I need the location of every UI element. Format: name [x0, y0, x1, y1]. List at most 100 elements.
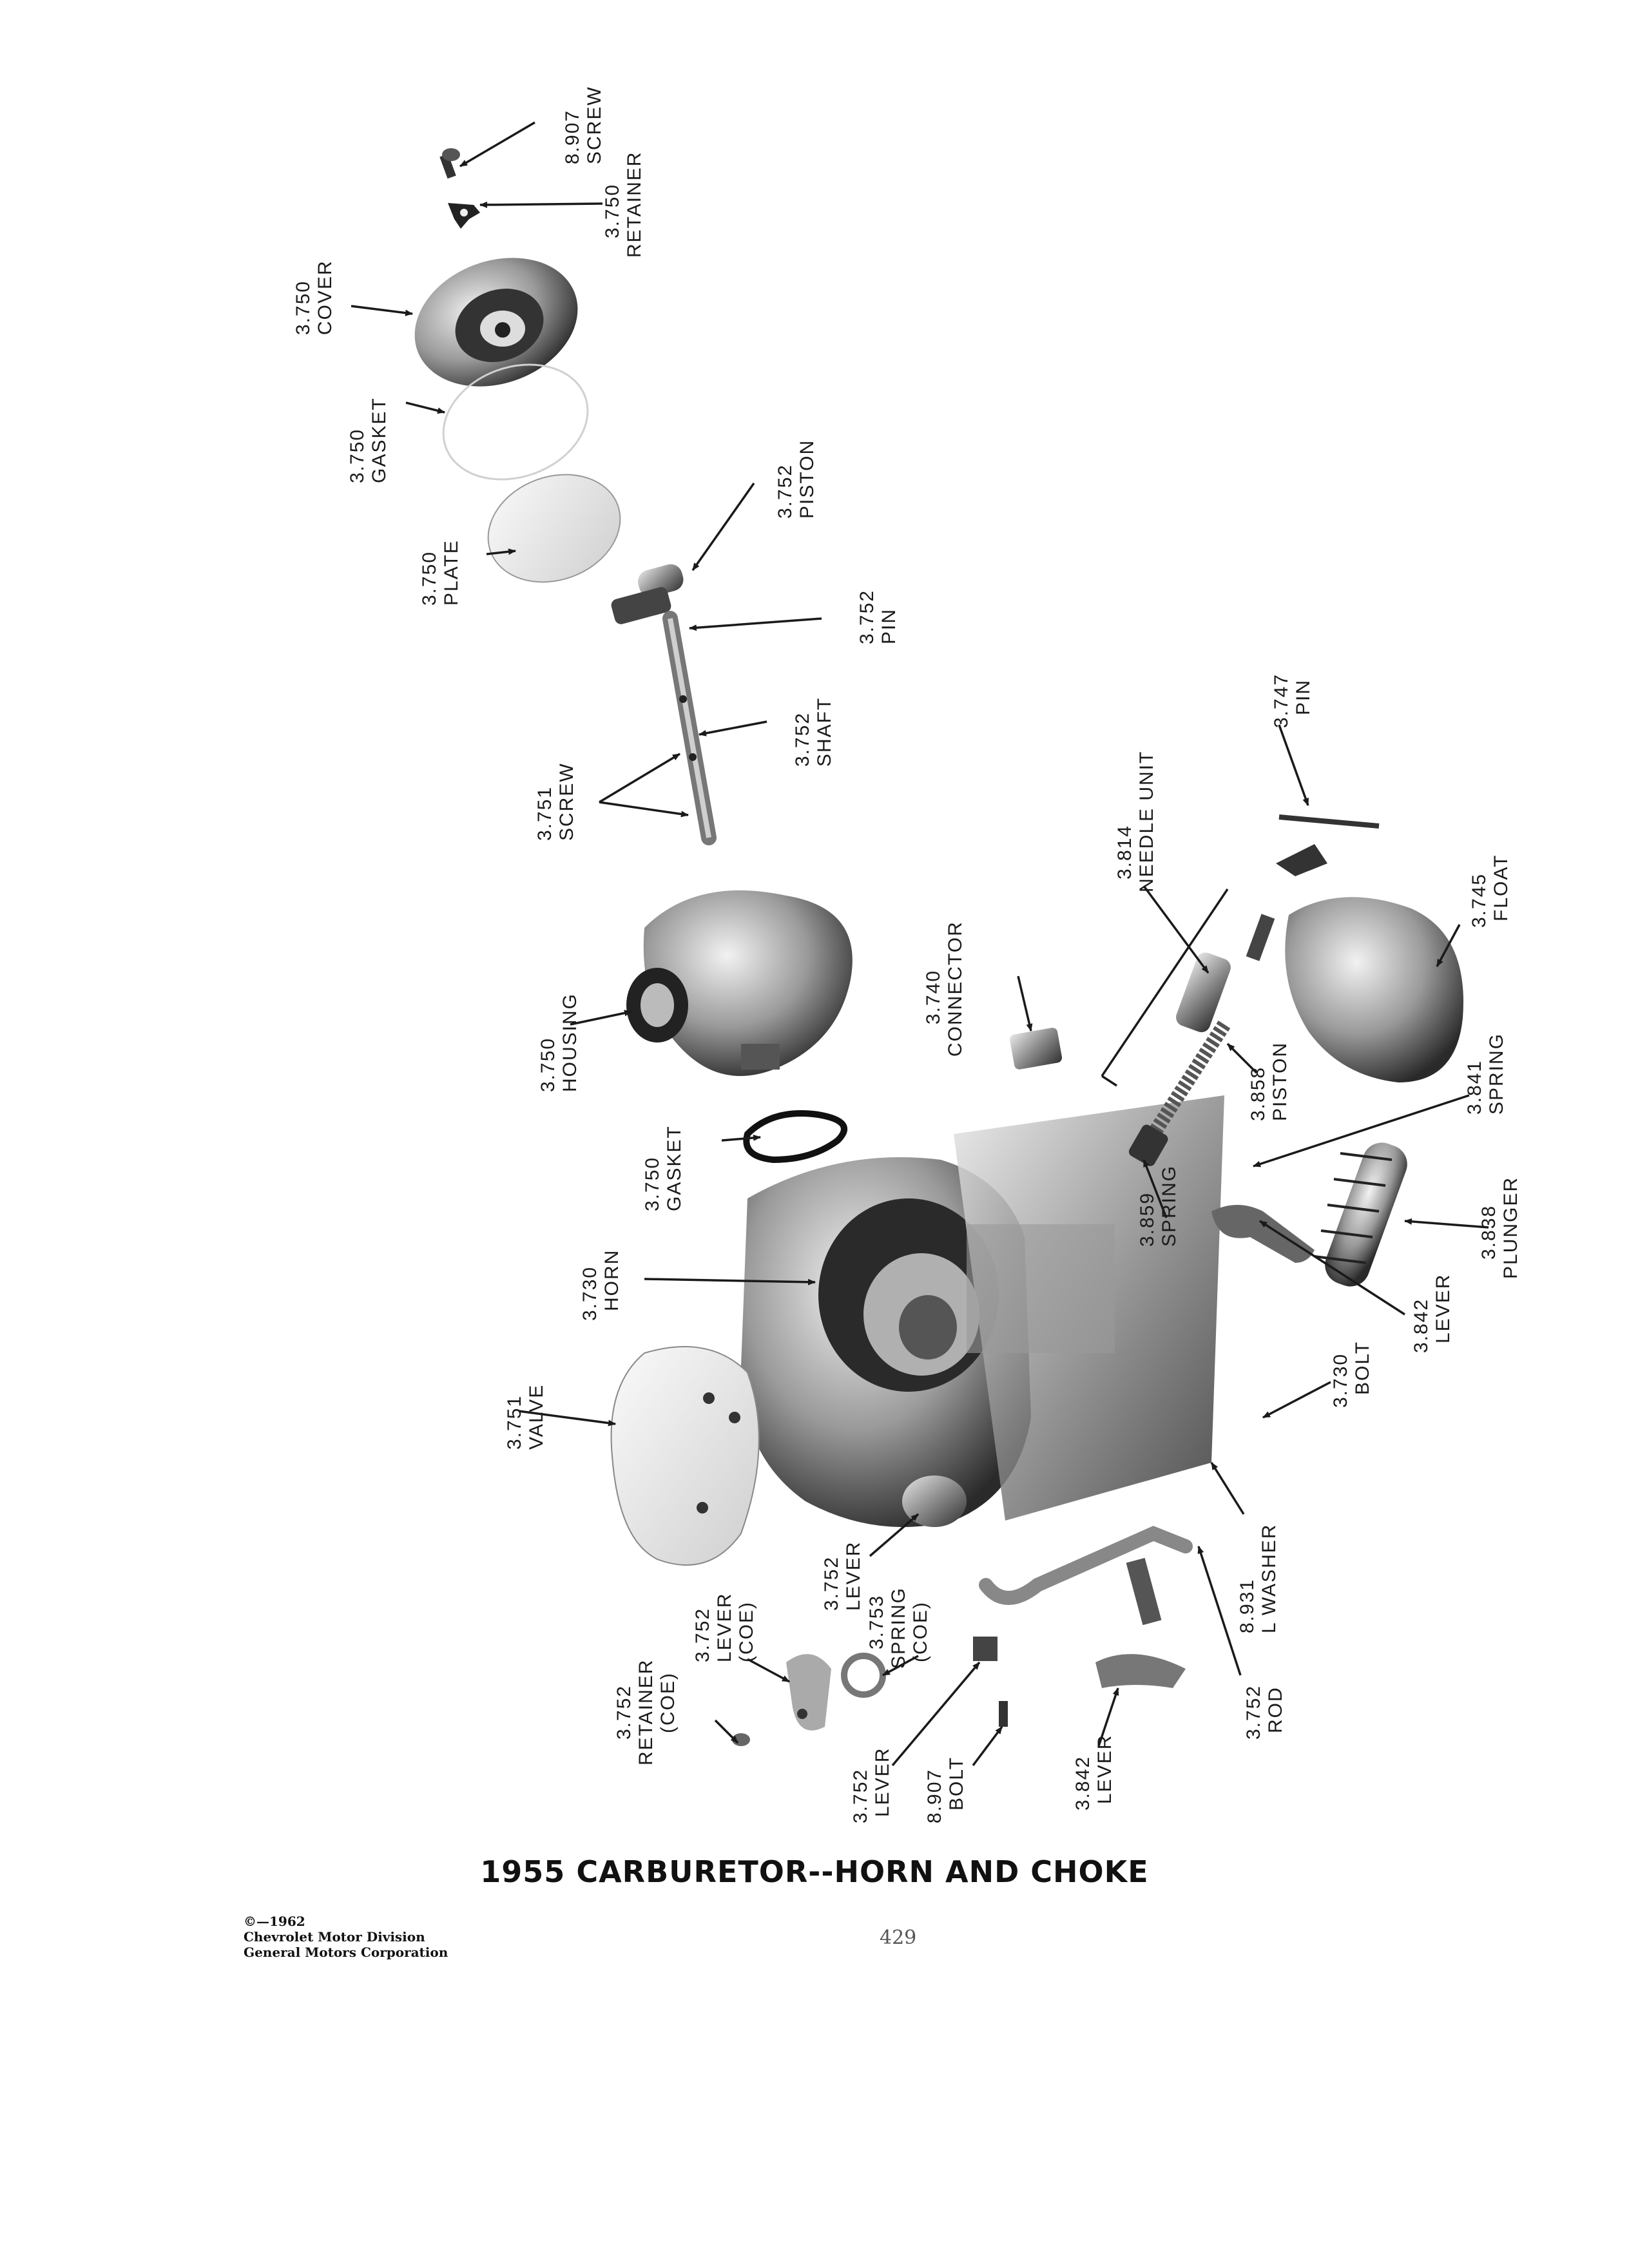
svg-text:(COE): (COE)	[910, 1601, 931, 1662]
callout-3.750-housing: 3.750 HOUSING	[537, 993, 581, 1092]
svg-text:PLATE: PLATE	[441, 539, 462, 606]
svg-text:PIN: PIN	[878, 608, 900, 644]
callout-3.747-pin: 3.747 PIN	[1271, 673, 1314, 728]
part-choke-plate	[487, 474, 621, 583]
part-connector	[1010, 1028, 1063, 1070]
svg-text:BOLT: BOLT	[946, 1756, 967, 1811]
svg-text:3.750: 3.750	[642, 1157, 663, 1211]
svg-text:3.842: 3.842	[1072, 1756, 1094, 1811]
svg-text:3.750: 3.750	[347, 428, 368, 483]
svg-text:NEEDLE UNIT: NEEDLE UNIT	[1136, 751, 1157, 892]
part-retainer-top	[448, 203, 480, 229]
leader-lines	[351, 121, 1489, 1767]
callout-3.750-retainer: 3.750 RETAINER	[602, 151, 645, 258]
svg-text:PLUNGER: PLUNGER	[1500, 1177, 1521, 1279]
svg-text:3.747: 3.747	[1271, 673, 1292, 728]
callout-3.751-valve: 3.751 VALVE	[504, 1384, 547, 1450]
part-small-parts-coe	[732, 1637, 1186, 1746]
svg-text:3.740: 3.740	[923, 970, 944, 1024]
svg-text:3.752: 3.752	[613, 1685, 635, 1740]
svg-text:SPRING: SPRING	[1486, 1033, 1507, 1115]
part-housing-gasket	[743, 1110, 847, 1164]
svg-text:LEVER: LEVER	[843, 1541, 864, 1611]
callout-3.752-pin: 3.752 PIN	[856, 590, 900, 644]
callout-3.814-needle-unit: 3.814 NEEDLE UNIT	[1114, 751, 1157, 892]
copyright-corporation: General Motors Corporation	[244, 1945, 448, 1960]
callout-3.750-plate: 3.750 PLATE	[419, 539, 462, 606]
part-power-piston	[1128, 1021, 1231, 1166]
part-needle-unit	[1176, 914, 1275, 1033]
svg-text:LEVER: LEVER	[872, 1747, 893, 1817]
svg-text:3.752: 3.752	[821, 1556, 842, 1611]
svg-text:GASKET: GASKET	[369, 397, 390, 483]
callout-3.859-spring: 3.859 SPRING	[1137, 1165, 1180, 1247]
part-choke-cover	[414, 258, 578, 387]
svg-text:RETAINER: RETAINER	[624, 151, 645, 258]
callout-3.745-float: 3.745 FLOAT	[1469, 854, 1512, 928]
callout-3.752-shaft: 3.752 SHAFT	[792, 697, 835, 767]
part-air-horn	[741, 1095, 1224, 1527]
svg-text:PIN: PIN	[1293, 679, 1314, 715]
svg-text:3.752: 3.752	[856, 590, 878, 644]
figure-title: 1955 CARBURETOR--HORN AND CHOKE	[480, 1854, 1149, 1889]
svg-text:3.752: 3.752	[692, 1608, 713, 1662]
svg-text:3.750: 3.750	[419, 551, 440, 606]
part-choke-valve	[610, 1346, 760, 1566]
callout-3.841-spring: 3.841 SPRING	[1464, 1033, 1507, 1115]
callout-3.752-lever-coe: 3.752 LEVER (COE)	[692, 1593, 757, 1662]
svg-text:3.842: 3.842	[1411, 1298, 1432, 1353]
svg-text:LEVER: LEVER	[1432, 1274, 1454, 1343]
svg-text:3.730: 3.730	[1330, 1353, 1351, 1408]
part-float	[1276, 844, 1463, 1082]
part-choke-piston	[611, 564, 684, 624]
callout-3.752-retainer-coe: 3.752 RETAINER (COE)	[613, 1659, 679, 1765]
svg-text:PISTON: PISTON	[796, 439, 818, 519]
svg-text:3.838: 3.838	[1478, 1205, 1499, 1260]
svg-text:LEVER: LEVER	[714, 1593, 735, 1662]
svg-text:3.859: 3.859	[1137, 1192, 1158, 1247]
callout-3.750-gasket-2: 3.750 GASKET	[642, 1125, 685, 1211]
svg-text:SPRING: SPRING	[1159, 1165, 1180, 1247]
callout-3.751-screw: 3.751 SCREW	[534, 762, 577, 841]
page-number: 429	[880, 1927, 917, 1949]
svg-text:3.750: 3.750	[602, 184, 623, 238]
callout-3.752-lever: 3.752 LEVER	[821, 1541, 864, 1611]
svg-text:3.753: 3.753	[866, 1595, 887, 1649]
callout-8.907-screw: 8.907 SCREW	[562, 86, 605, 164]
callout-3.740-connector: 3.740 CONNECTOR	[923, 921, 966, 1057]
callout-3.752-lever-2: 3.752 LEVER	[850, 1747, 893, 1823]
copyright-division: Chevrolet Motor Division	[244, 1929, 425, 1945]
part-pump-lever	[1211, 1205, 1315, 1263]
svg-text:8.931: 8.931	[1237, 1579, 1258, 1633]
part-cover-gasket	[442, 363, 589, 481]
svg-text:3.752: 3.752	[792, 712, 813, 767]
callout-8.931-l-washer: 8.931 L WASHER	[1237, 1524, 1280, 1633]
callout-3.858-piston: 3.858 PISTON	[1248, 1042, 1291, 1121]
svg-text:CONNECTOR: CONNECTOR	[945, 921, 966, 1057]
svg-text:GASKET: GASKET	[664, 1125, 685, 1211]
svg-text:3.814: 3.814	[1114, 825, 1135, 879]
svg-text:3.751: 3.751	[504, 1395, 525, 1450]
svg-text:8.907: 8.907	[924, 1769, 945, 1823]
svg-text:HORN: HORN	[601, 1249, 622, 1311]
callout-3.753-spring-coe: 3.753 SPRING (COE)	[866, 1587, 931, 1669]
svg-text:L WASHER: L WASHER	[1258, 1524, 1280, 1633]
svg-text:(COE): (COE)	[657, 1672, 679, 1733]
callout-3.838-plunger: 3.838 PLUNGER	[1478, 1177, 1521, 1279]
svg-text:3.751: 3.751	[534, 786, 555, 841]
callout-3.750-cover: 3.750 COVER	[293, 260, 336, 335]
svg-text:BOLT: BOLT	[1352, 1341, 1373, 1395]
callout-3.730-bolt: 3.730 BOLT	[1330, 1341, 1373, 1408]
callout-3.730-horn: 3.730 HORN	[579, 1249, 622, 1321]
svg-text:ROD: ROD	[1265, 1686, 1286, 1733]
svg-text:PISTON: PISTON	[1269, 1042, 1291, 1121]
svg-text:FLOAT: FLOAT	[1490, 854, 1512, 921]
callout-3.750-gasket: 3.750 GASKET	[347, 397, 390, 483]
part-choke-housing	[626, 890, 853, 1076]
callout-3.752-piston: 3.752 PISTON	[775, 439, 818, 519]
part-float-pin	[1278, 814, 1380, 829]
part-pump-plunger	[1314, 1142, 1407, 1287]
callout-3.752-rod: 3.752 ROD	[1243, 1685, 1286, 1740]
svg-text:RETAINER: RETAINER	[635, 1659, 657, 1765]
